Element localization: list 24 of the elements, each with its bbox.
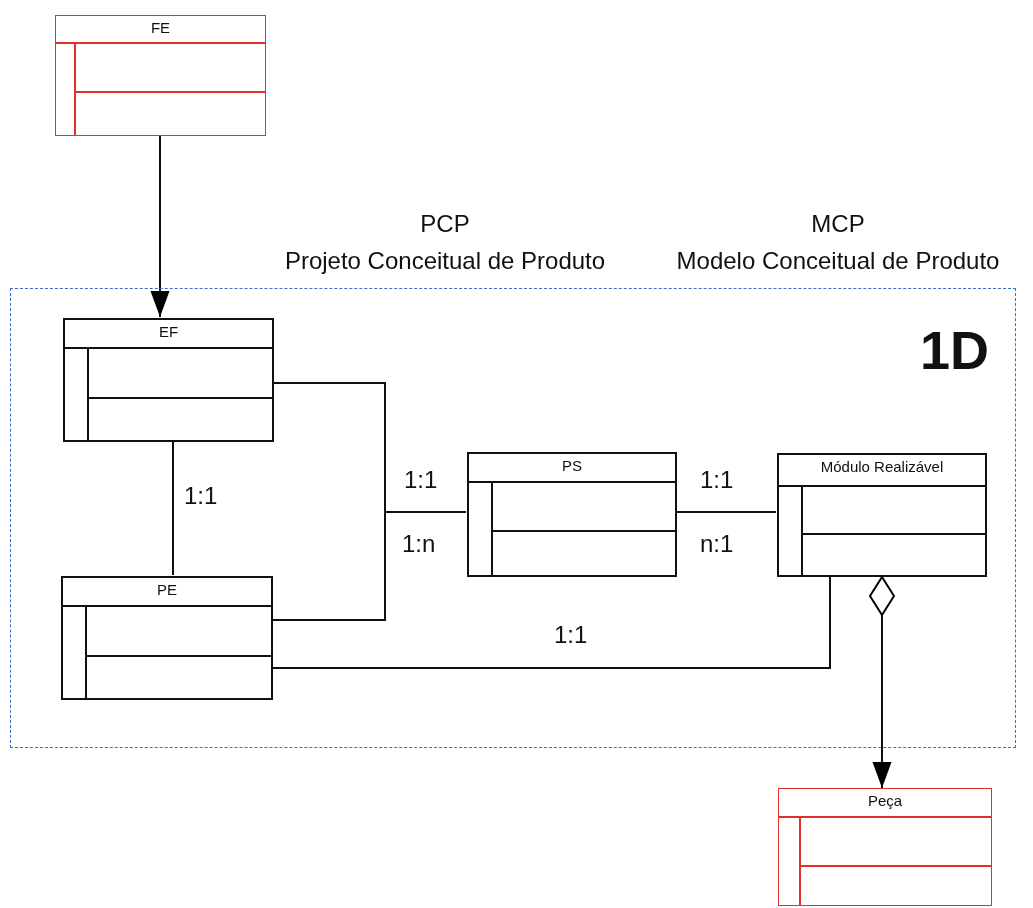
connector-line <box>271 575 831 669</box>
class-name: EF <box>158 323 179 340</box>
heading-label: PCP <box>420 210 470 238</box>
connector-line <box>271 511 467 621</box>
class-box <box>467 452 677 577</box>
class-box <box>778 788 992 906</box>
connector-line <box>675 511 777 513</box>
class-name: FE <box>150 19 171 36</box>
class-name: PE <box>157 581 177 598</box>
heading-label: Projeto Conceitual de Produto <box>284 247 606 275</box>
class-name: Módulo Realizável <box>820 458 944 475</box>
frame-label: 1D <box>919 319 989 381</box>
class-box <box>63 318 274 442</box>
class-box <box>55 15 266 136</box>
arrow <box>150 135 170 318</box>
class-box <box>61 576 273 700</box>
connector-line <box>172 440 174 576</box>
class-name: Peça <box>867 792 903 809</box>
heading-label: Modelo Conceitual de Produto <box>676 247 1000 275</box>
class-name: PS <box>562 457 582 474</box>
arrow <box>869 575 895 789</box>
cardinality-label: n:1 <box>700 530 734 558</box>
heading-label: MCP <box>811 210 865 238</box>
class-box <box>777 453 987 577</box>
